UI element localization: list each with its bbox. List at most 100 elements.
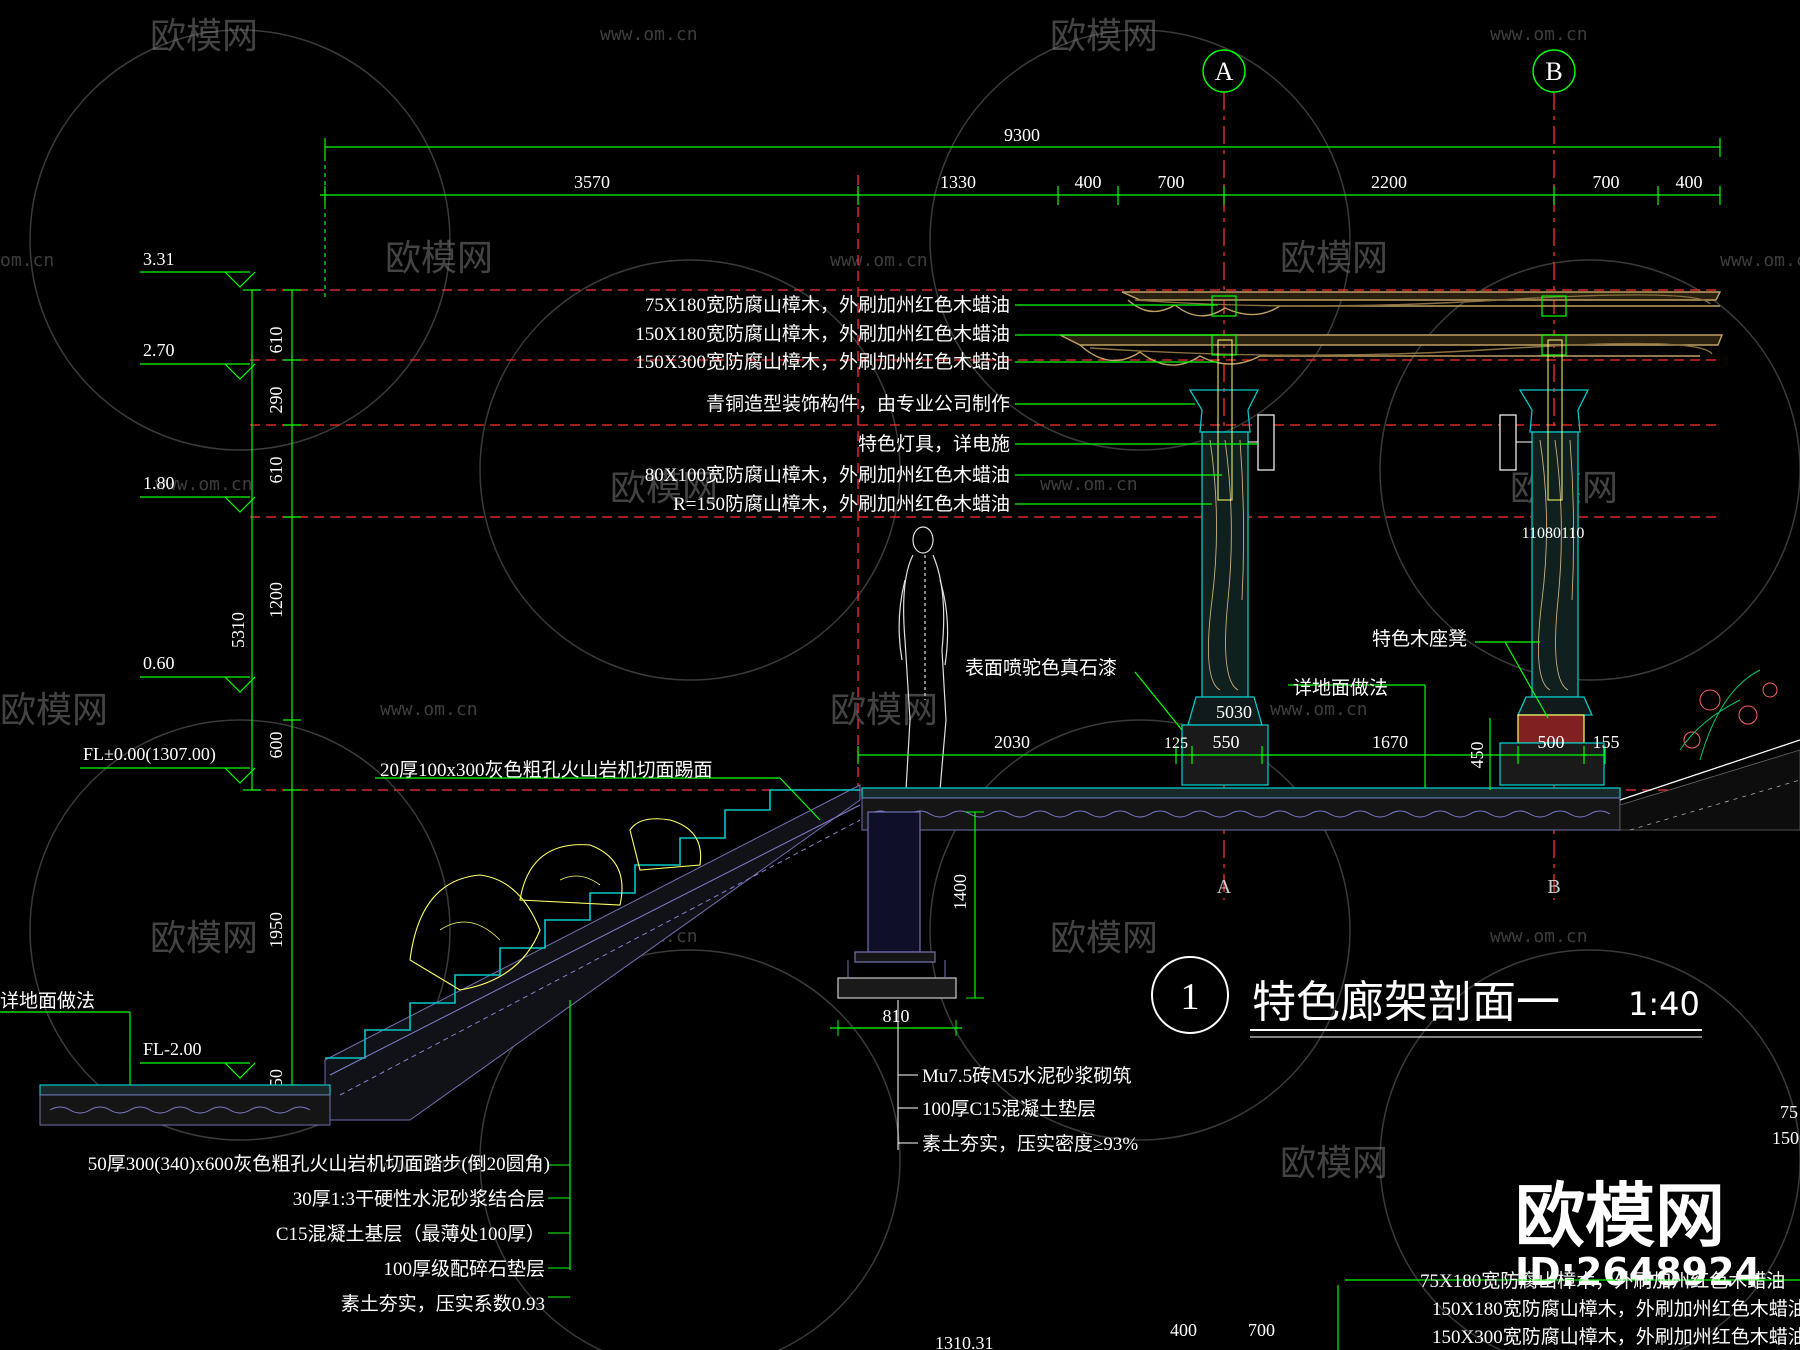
human-scale-figure: [898, 526, 949, 791]
drawing-title: [1151, 956, 1702, 1038]
title-scale: 1:40: [1628, 985, 1700, 1023]
watermark-brand: 欧模网: [610, 468, 718, 509]
watermark-url: www.om.cn: [830, 250, 928, 271]
watermark-url: www.om.cn: [1720, 250, 1800, 271]
dim-total: 9300: [1004, 125, 1040, 145]
watermark-url: www.om.cn: [1040, 474, 1138, 495]
watermark-url: www.om.cn: [380, 1154, 478, 1175]
dim-4: 700: [1158, 172, 1185, 192]
dim-v-1200: 1200: [266, 582, 286, 618]
stair-note-2: 30厚1:3干硬性水泥砂浆结合层: [293, 1188, 545, 1210]
plant-decoration: [1679, 669, 1778, 761]
brand-logo-text: 欧模网: [1515, 1175, 1725, 1257]
floor-detail-label: 详地面做法: [1293, 677, 1388, 699]
callout-1: 75X180宽防腐山樟木，外刷加州红色木蜡油: [645, 294, 1010, 316]
dim-v-1950: 1950: [266, 912, 286, 948]
dim-6: 700: [1593, 172, 1620, 192]
footing-note-1: Mu7.5砖M5水泥砂浆砌筑: [922, 1065, 1132, 1087]
dim-3: 400: [1075, 172, 1102, 192]
partial-dim-700: 700: [1248, 1320, 1275, 1340]
dim-v-610-b: 610: [266, 457, 286, 484]
axis-label-b: B: [1545, 57, 1562, 86]
watermark-url: www.om.cn: [600, 24, 698, 45]
watermark-brand: 欧模网: [150, 16, 258, 57]
watermark-brand: 欧模网: [1280, 238, 1388, 279]
watermark-id: ID:2648924: [1515, 1250, 1761, 1294]
partial-note-3: 150X300宽防腐山樟木，外刷加州红色木蜡油: [1432, 1326, 1800, 1348]
elevation-3-31: 3.31: [143, 249, 175, 269]
tread-label: 20厚100x300灰色粗孔火山岩机切面踢面: [380, 759, 713, 781]
stair-note-3: C15混凝土基层（最薄处100厚）: [276, 1223, 545, 1245]
watermark-brand: 欧模网: [1050, 918, 1158, 959]
partial-right-2: 150: [1772, 1128, 1799, 1148]
dim-5: 2200: [1371, 172, 1407, 192]
dim-1: 3570: [574, 172, 610, 192]
column-base-dim: 5030: [1216, 702, 1252, 722]
callout-6: 80X100宽防腐山樟木，外刷加州红色木蜡油: [645, 464, 1010, 486]
axis-label-a-bottom: A: [1217, 876, 1232, 898]
pergola-columns: [1181, 339, 1605, 786]
partial-right-1: 75: [1780, 1102, 1798, 1122]
elevation-0-60: 0.60: [143, 653, 175, 673]
roof-highlights: [1211, 295, 1567, 356]
partial-elevation: 1310.31: [935, 1333, 994, 1350]
pergola-roof: [1059, 291, 1724, 366]
watermark-url: om.cn: [0, 250, 54, 271]
floor-dim-155: 155: [1593, 732, 1620, 752]
watermark-brand: 欧模网: [150, 918, 258, 959]
elevation-2-70: 2.70: [143, 340, 175, 360]
dim-2: 1330: [940, 172, 976, 192]
watermark-url: www.om.cn: [380, 699, 478, 720]
elevation-floor-minus-2: FL-2.00: [143, 1039, 202, 1059]
footing-note-3: 素土夯实，压实密度≥93%: [922, 1133, 1138, 1155]
dim-7: 400: [1676, 172, 1703, 192]
callout-4: 青铜造型装饰构件，由专业公司制作: [706, 393, 1010, 415]
floor-dim-550: 550: [1213, 732, 1240, 752]
watermark-brand: 欧模网: [0, 690, 108, 731]
stair-note-1: 50厚300(340)x600灰色粗孔火山岩机切面踏步(倒20圆角): [88, 1153, 550, 1175]
title-number: 1: [1181, 976, 1200, 1018]
callout-5: 特色灯具，详电施: [858, 433, 1010, 455]
tread-leader: [375, 777, 821, 821]
floor-dim-125: 125: [1164, 735, 1188, 752]
partial-note-2: 150X180宽防腐山樟木，外刷加州红色木蜡油: [1432, 1298, 1800, 1320]
callout-3: 150X300宽防腐山樟木，外刷加州红色木蜡油: [635, 351, 1010, 373]
watermark-brand: 欧模网: [1280, 1143, 1388, 1184]
stair-note-4: 100厚级配碎石垫层: [383, 1258, 545, 1280]
column-dim: 11080110: [1522, 525, 1585, 542]
bottom-partial-leaders: [1337, 1279, 1800, 1350]
deck-floor: [861, 739, 1800, 831]
left-floor-leader: [0, 1011, 131, 1085]
watermark-url: www.om.cn: [1490, 926, 1588, 947]
floor-dimensions: [857, 718, 1606, 790]
elevation-1-80: 1.80: [143, 473, 175, 493]
top-callout-leaders: [1015, 304, 1258, 505]
floor-dim-500: 500: [1538, 732, 1565, 752]
axis-label-a: A: [1215, 57, 1234, 86]
dim-v-600: 600: [266, 732, 286, 759]
watermark-brand: 欧模网: [1050, 16, 1158, 57]
watermark-url: www.om.cn: [1270, 699, 1368, 720]
watermark-url: www.om.cn: [1490, 24, 1588, 45]
elevation-markers: [80, 271, 256, 1079]
floor-dim-1670: 1670: [1372, 732, 1408, 752]
left-vertical-dimensions: [243, 289, 301, 1086]
stair-section: [39, 784, 861, 1298]
callout-7: R=150防腐山樟木，外刷加州红色木蜡油: [673, 493, 1010, 515]
watermark-brand: 欧模网: [385, 238, 493, 279]
left-floor-label: 详地面做法: [0, 990, 95, 1012]
dim-v-5310: 5310: [228, 612, 248, 648]
side-callout-leaders: [1134, 641, 1549, 788]
floor-dim-2030: 2030: [994, 732, 1030, 752]
partial-note-1: 75X180宽防腐山樟木，外刷加州红色木蜡油: [1420, 1270, 1785, 1292]
title-text: 特色廊架剖面一: [1252, 977, 1560, 1028]
watermark-url: www.om.cn: [155, 474, 253, 495]
floor-dim-450: 450: [1467, 742, 1487, 769]
watermark-brand: 欧模网: [830, 690, 938, 731]
dim-v-290: 290: [266, 387, 286, 414]
partial-dim-400: 400: [1170, 1320, 1197, 1340]
dim-v-50: 50: [266, 1069, 286, 1087]
footing-note-2: 100厚C15混凝土垫层: [922, 1098, 1096, 1120]
dim-v-610-a: 610: [266, 327, 286, 354]
